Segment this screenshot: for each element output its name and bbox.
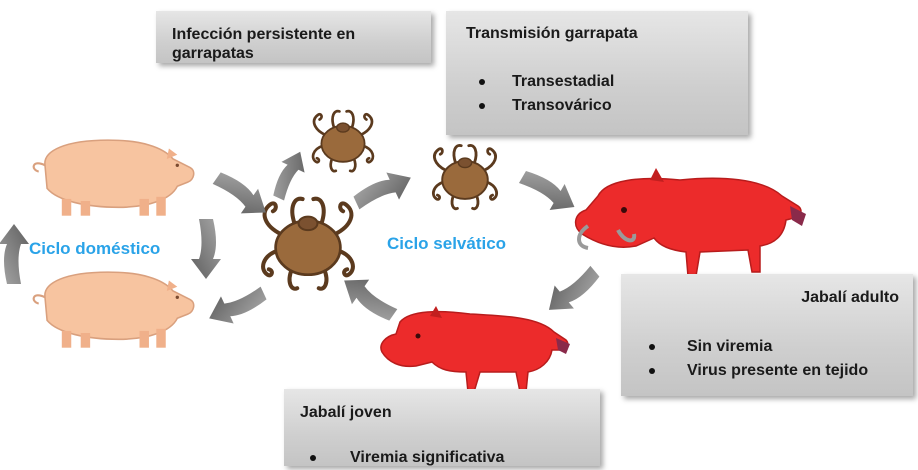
young-boar <box>380 306 570 393</box>
list-item: Viremia significativa <box>284 446 600 466</box>
young-boar-box: Jabalí joven Viremia significativa <box>284 389 600 466</box>
tick-center-large <box>263 199 353 289</box>
adult-boar-title: Jabalí adulto <box>801 289 899 306</box>
domestic-pig-bottom <box>32 271 195 349</box>
arrow-domestic-left <box>0 224 29 284</box>
arrow-tick-up <box>267 146 312 204</box>
tick-transmission-list: Transestadial Transovárico <box>446 70 748 118</box>
domestic-pig-top <box>32 139 195 217</box>
arrow-tick-to-tick <box>350 164 418 217</box>
domestic-cycle-label: Ciclo doméstico <box>29 239 161 258</box>
tick-transmission-box: Transmisión garrapata Transestadial Tran… <box>446 11 748 135</box>
arrow-tick-to-pig <box>202 279 270 332</box>
adult-boar <box>574 168 806 277</box>
persistent-infection-box: Infección persistente en garrapatas <box>156 11 431 63</box>
list-item: Transestadial <box>446 70 748 94</box>
adult-boar-box: Jabalí adulto Sin viremia Virus presente… <box>621 274 913 396</box>
list-item: Transovárico <box>446 94 748 118</box>
tick-top-small <box>311 109 375 173</box>
young-boar-list: Viremia significativa <box>284 446 600 466</box>
persistent-infection-title: Infección persistente en garrapatas <box>172 26 356 62</box>
young-boar-title: Jabalí joven <box>300 404 392 421</box>
list-item: Sin viremia <box>621 335 913 359</box>
arrow-domestic-right <box>191 219 221 279</box>
adult-boar-list: Sin viremia Virus presente en tejido <box>621 335 913 383</box>
list-item: Virus presente en tejido <box>621 359 913 383</box>
tick-transmission-title: Transmisión garrapata <box>466 25 638 42</box>
arrow-tick-to-adult-boar <box>514 164 582 220</box>
sylvatic-cycle-label: Ciclo selvático <box>387 234 507 253</box>
tick-right-small <box>431 143 499 211</box>
arrow-adult-to-young-boar <box>539 259 605 322</box>
